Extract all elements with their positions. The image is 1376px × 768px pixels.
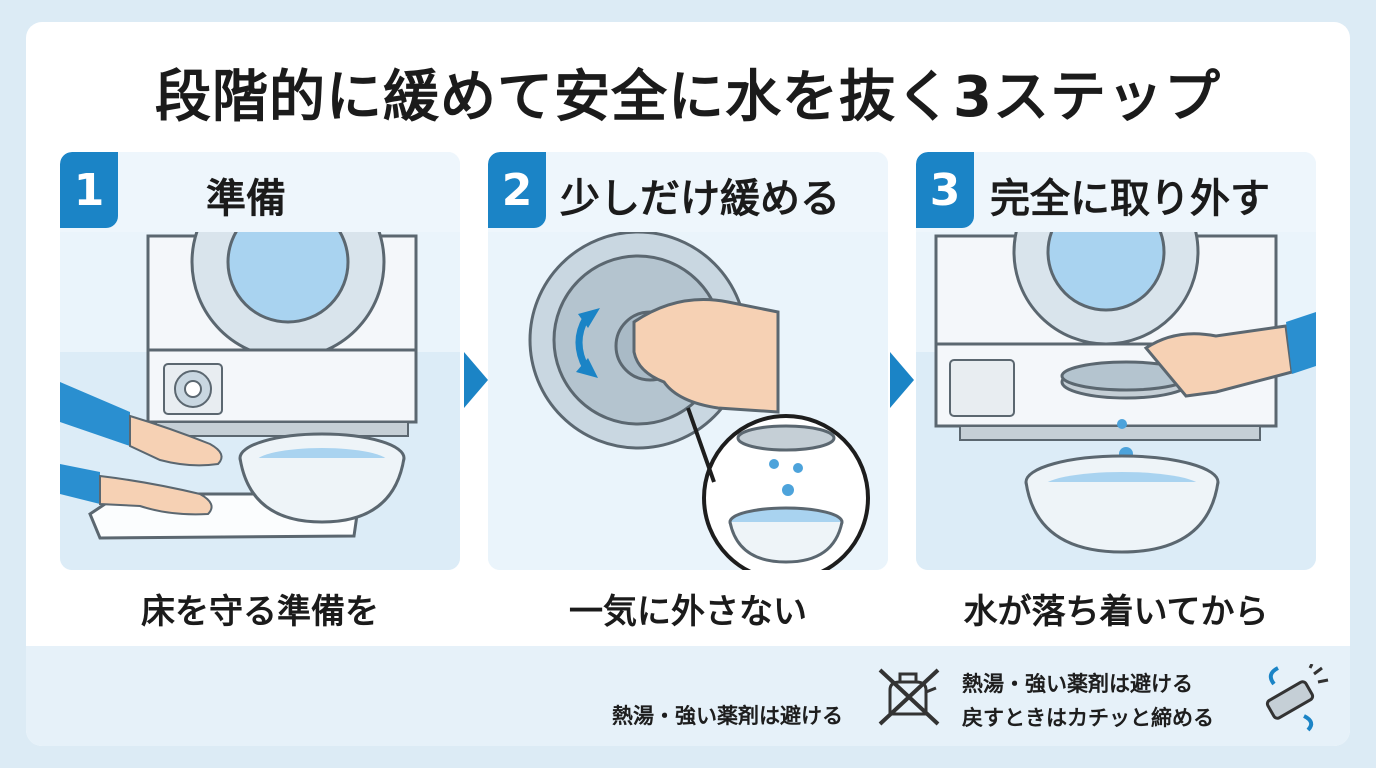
step-3-header [916, 152, 1316, 232]
step-2-header [488, 152, 888, 232]
step-2-number-badge: 2 [488, 152, 546, 228]
tighten-icon [1265, 664, 1329, 732]
step-3-caption: 水が落ち着いてから [963, 592, 1269, 632]
step-2-title: 少しだけ緩める [560, 176, 840, 222]
step-1-header [60, 152, 460, 232]
step-3-panel: 3 完全に取り外す [916, 152, 1316, 570]
no-hot-water-icon [878, 668, 940, 726]
step-1-caption: 床を守る準備を [141, 592, 379, 632]
next-arrow-icon [464, 352, 488, 408]
page-title: 段階的に緩めて安全に水を抜く3ステップ [155, 65, 1221, 130]
footer-note-left: 熱湯・強い薬剤は避ける [612, 704, 843, 728]
step-3-illustration [916, 232, 1316, 570]
footer-note-right-2: 戻すときはカチッと締める [962, 706, 1214, 730]
footer-tips [26, 646, 1350, 746]
footer-note-right-1: 熱湯・強い薬剤は避ける [962, 672, 1193, 696]
step-2-illustration [488, 232, 888, 570]
step-1-panel: 1 準備 [60, 152, 460, 570]
step-3-title: 完全に取り外す [990, 176, 1270, 222]
step-2-caption: 一気に外さない [569, 592, 807, 632]
next-arrow-icon [890, 352, 914, 408]
step-2-panel: 2 少しだけ緩める [488, 152, 888, 570]
step-1-title: 準備 [206, 176, 286, 222]
step-1-illustration [60, 232, 460, 570]
step-3-number-badge: 3 [916, 152, 974, 228]
step-1-number-badge: 1 [60, 152, 118, 228]
